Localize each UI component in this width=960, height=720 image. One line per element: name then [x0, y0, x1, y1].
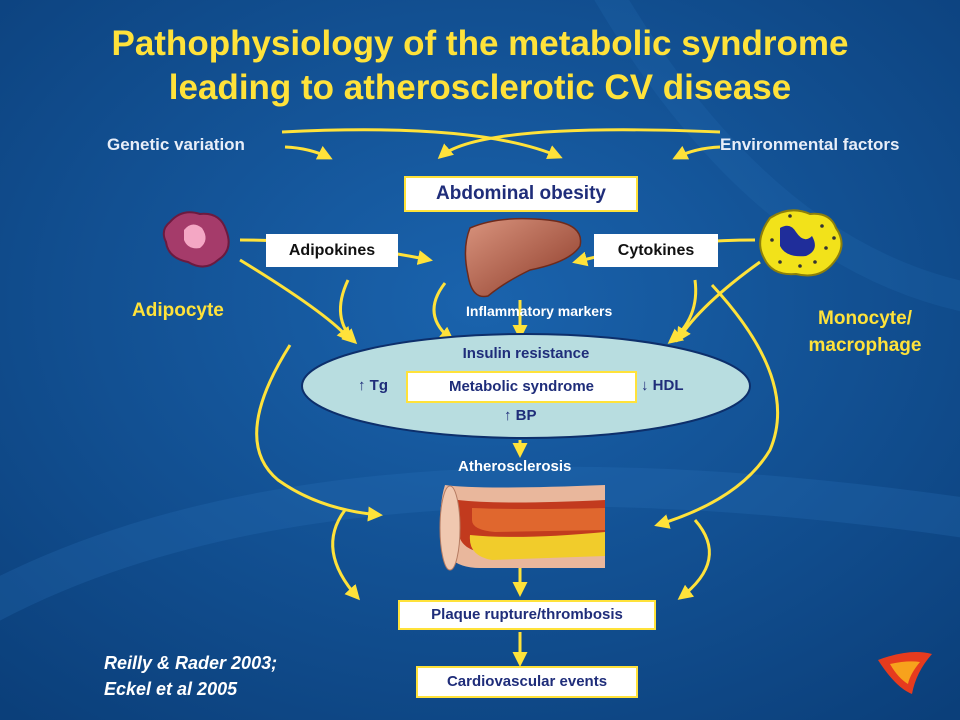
adipokines-box: Adipokines [266, 234, 398, 267]
blood-pressure-label: ↑ BP [504, 407, 537, 424]
brand-logo-icon [878, 652, 932, 694]
insulin-resistance-label: Insulin resistance [462, 345, 590, 362]
atherosclerosis-label: Atherosclerosis [458, 458, 572, 475]
cytokines-box: Cytokines [594, 234, 718, 267]
reference-line-2: Eckel et al 2005 [104, 679, 238, 699]
liver-icon [464, 217, 582, 298]
artery-icon [439, 485, 605, 571]
down-arrow-icon: ↓ [641, 377, 649, 394]
adipocyte-cell-icon [162, 211, 230, 268]
arrow-genetic-to-obesity [281, 128, 563, 160]
reference-line-1: Reilly & Rader 2003; [104, 653, 278, 673]
monocyte-label-line-1: Monocyte/ [818, 308, 912, 329]
up-arrow-icon: ↑ [504, 407, 512, 424]
title-line-1: Pathophysiology of the metabolic syndrom… [111, 24, 849, 63]
monocyte-label: Monocyte/ macrophage [780, 305, 950, 359]
arrow-adipokines-to-ellipse [338, 279, 358, 345]
metabolic-syndrome-box: Metabolic syndrome [406, 371, 637, 403]
arrow-left-to-plaque [331, 509, 361, 601]
background-swirl [0, 466, 960, 621]
environmental-factors-label: Environmental factors [720, 135, 900, 154]
arrow-cytokines-to-ellipse [667, 279, 698, 344]
macrophage-cell-icon [759, 209, 843, 277]
monocyte-label-line-2: macrophage [808, 335, 922, 356]
arrow-liver-to-ellipse [432, 282, 455, 342]
up-arrow-icon: ↑ [358, 377, 366, 394]
page-title: Pathophysiology of the metabolic syndrom… [0, 22, 960, 110]
title-line-2: leading to atherosclerotic CV disease [168, 68, 792, 107]
genetic-variation-label: Genetic variation [107, 135, 245, 154]
arrow-genetic-to-center [284, 145, 333, 160]
triglycerides-text: Tg [369, 377, 388, 394]
arrow-left-loop [255, 344, 383, 522]
background-swirl [594, 0, 960, 312]
abdominal-obesity-box: Abdominal obesity [404, 176, 638, 212]
adipocyte-label: Adipocyte [132, 300, 224, 321]
cardiovascular-events-box: Cardiovascular events [416, 666, 638, 698]
arrow-right-loop [654, 283, 780, 529]
reference-citation: Reilly & Rader 2003; Eckel et al 2005 [104, 650, 277, 702]
triglycerides-label: ↑ Tg [358, 377, 388, 394]
hdl-text: HDL [652, 377, 684, 394]
blood-pressure-text: BP [515, 407, 537, 424]
arrow-environmental-to-obesity [437, 128, 721, 159]
plaque-rupture-box: Plaque rupture/thrombosis [398, 600, 656, 630]
inflammatory-markers-label: Inflammatory markers [466, 303, 613, 319]
hdl-label: ↓ HDL [641, 377, 684, 394]
arrow-right-to-plaque [677, 519, 711, 600]
arrow-environmental-to-center [672, 145, 721, 160]
